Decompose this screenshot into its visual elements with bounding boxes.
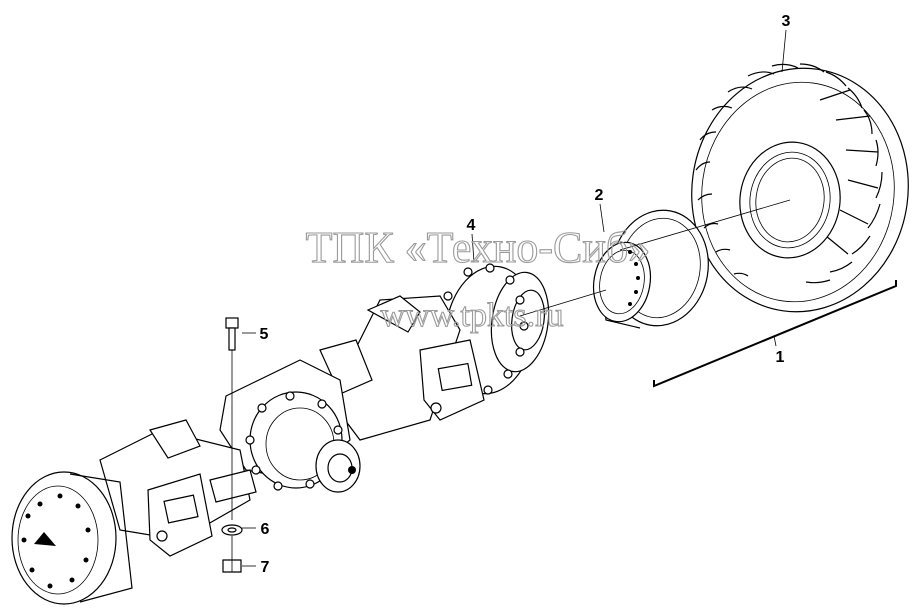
watermark: ТПК «Техно-Сиб» www.tpkts.ru xyxy=(305,222,651,334)
leader-lines xyxy=(242,29,791,567)
washer-part-6 xyxy=(221,524,243,536)
callout-1: 1 xyxy=(776,349,785,366)
tire-part-3 xyxy=(691,63,909,313)
callout-4: 4 xyxy=(467,217,476,234)
callout-5: 5 xyxy=(260,326,269,343)
callouts: 3 2 4 1 5 6 7 xyxy=(260,13,791,576)
callout-6: 6 xyxy=(261,521,270,538)
watermark-line-1: ТПК «Техно-Сиб» xyxy=(306,223,651,272)
assembly-bracket-leader xyxy=(773,335,777,347)
callout-3: 3 xyxy=(782,13,791,30)
callout-7: 7 xyxy=(261,559,270,576)
rim-part-2 xyxy=(592,209,709,329)
axle-housing xyxy=(99,295,485,557)
nut-part-7 xyxy=(222,536,242,573)
assembly-bracket-part-1 xyxy=(653,280,897,388)
bolt-part-5 xyxy=(225,317,239,520)
callout-2: 2 xyxy=(595,187,604,204)
left-wheel-hub xyxy=(11,471,133,605)
watermark-line-2: www.tpkts.ru xyxy=(381,297,564,334)
